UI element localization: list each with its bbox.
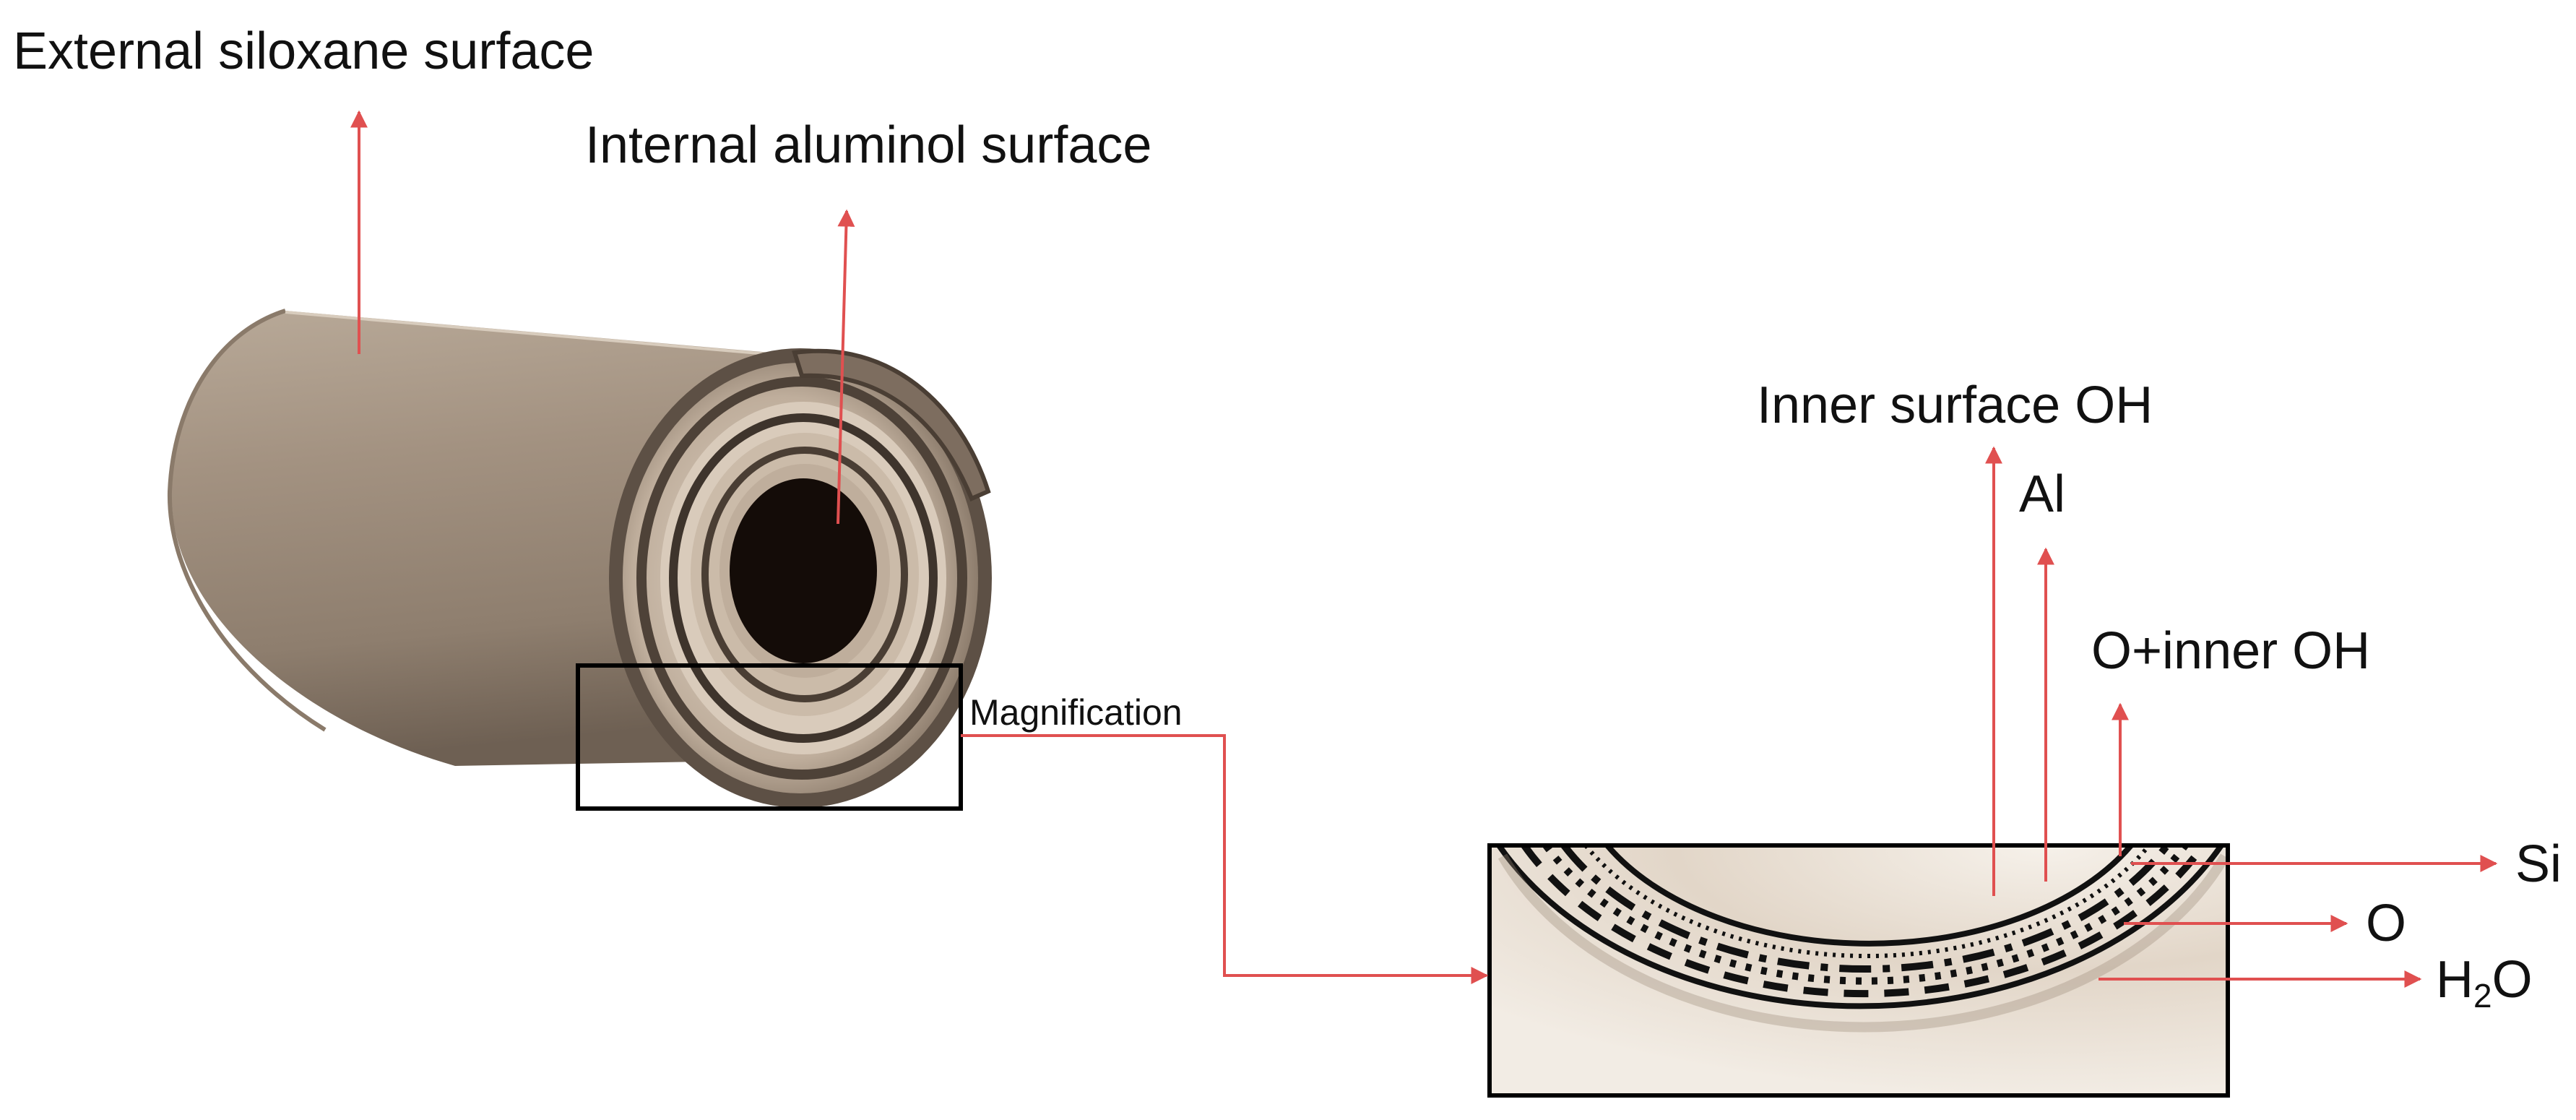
- nanotube-illustration: [167, 309, 992, 808]
- layer-inner-solid: [1604, 845, 2134, 947]
- label-external-surface: External siloxane surface: [13, 22, 594, 80]
- label-o-inner-oh: O+inner OH: [2091, 622, 2370, 680]
- magnified-inset-frame: [1487, 843, 2230, 1098]
- tube-far-edge: [167, 309, 327, 732]
- label-h2o-o: O: [2492, 951, 2533, 1009]
- label-internal-surface: Internal aluminol surface: [585, 116, 1151, 174]
- annotation-arrows: [350, 110, 2498, 988]
- label-o: O: [2366, 895, 2406, 952]
- label-h2o-h: H: [2436, 951, 2473, 1009]
- label-h2o: H2O: [2436, 951, 2533, 1015]
- tube-top-highlight: [285, 311, 785, 357]
- layer-outer-solid: [1496, 845, 2224, 1009]
- layer-h2o-dashed: [1521, 845, 2207, 998]
- layer-o-dotted: [1542, 845, 2189, 985]
- magnified-inset: [1487, 843, 2230, 1098]
- layer-al-dotted: [1583, 845, 2151, 958]
- arrow-internal-surface: [837, 209, 855, 525]
- layer-si-dashdot: [1561, 845, 2170, 973]
- tube-lumen: [730, 478, 877, 663]
- label-si: Si: [2515, 835, 2562, 893]
- sheet-curl: [792, 348, 991, 501]
- text-labels: External siloxane surface Internal alumi…: [13, 22, 2562, 1015]
- label-inner-surface-oh: Inner surface OH: [1757, 376, 2153, 434]
- label-al: Al: [2019, 465, 2065, 523]
- label-h2o-subscript: 2: [2473, 977, 2492, 1015]
- arrow-magnification: [961, 734, 1489, 984]
- label-magnification: Magnification: [969, 692, 1183, 733]
